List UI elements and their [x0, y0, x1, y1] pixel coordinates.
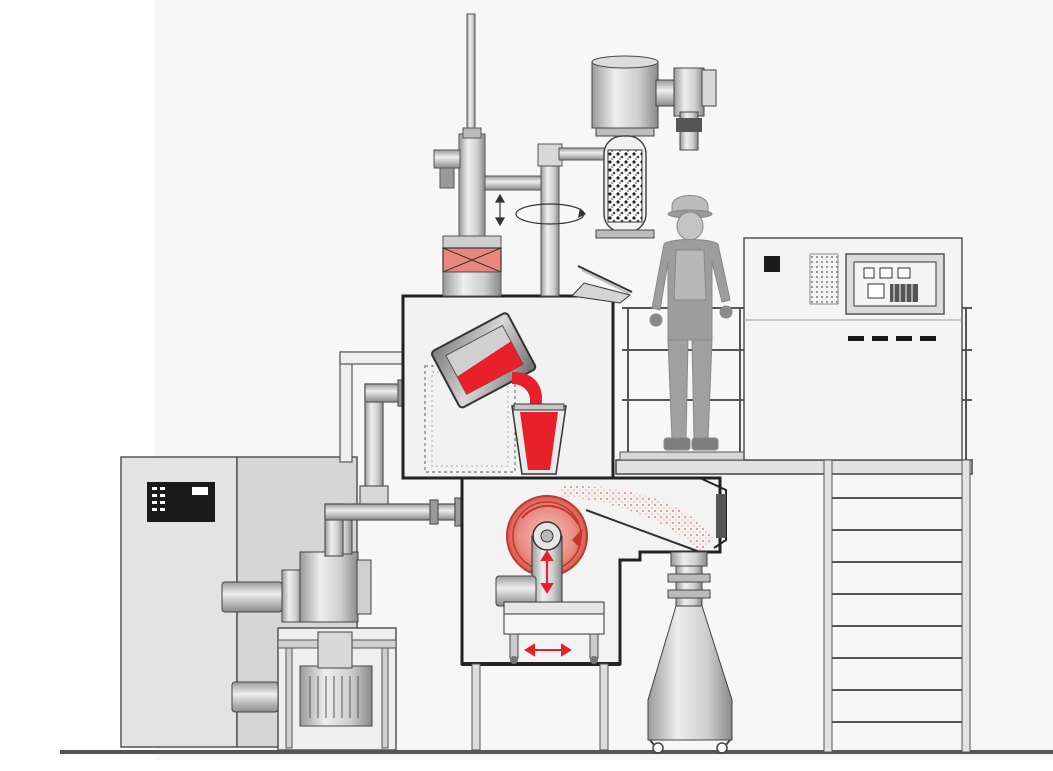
- horizontal-motion-icon: [524, 643, 572, 657]
- floor-line: [60, 750, 1053, 754]
- keypad: [809, 253, 839, 305]
- viewport-cover: [570, 265, 633, 304]
- access-ladder: [823, 459, 971, 753]
- vertical-motion-icon: [494, 193, 506, 227]
- control-panel-right: [743, 237, 963, 461]
- operator-figure: [649, 195, 733, 451]
- vertical-drive: [433, 13, 544, 297]
- panel-buttons: [848, 336, 936, 341]
- spinning-wheel: [506, 495, 588, 603]
- melting-chamber: [401, 265, 633, 480]
- rotation-icon: [515, 203, 586, 225]
- indicator-light: [764, 256, 780, 272]
- vacuum-piping: [324, 351, 464, 557]
- tilting-crucible: [431, 312, 537, 409]
- powder-spray: [560, 485, 714, 552]
- vertical-motion-icon: [540, 550, 554, 594]
- wheel-drive-carriage: [495, 575, 605, 664]
- vacuum-pump-unit: [221, 519, 397, 751]
- tundish: [511, 403, 567, 475]
- powder-collector: [647, 551, 733, 754]
- feeder-hopper: [591, 55, 717, 239]
- feeder-column: [515, 143, 606, 297]
